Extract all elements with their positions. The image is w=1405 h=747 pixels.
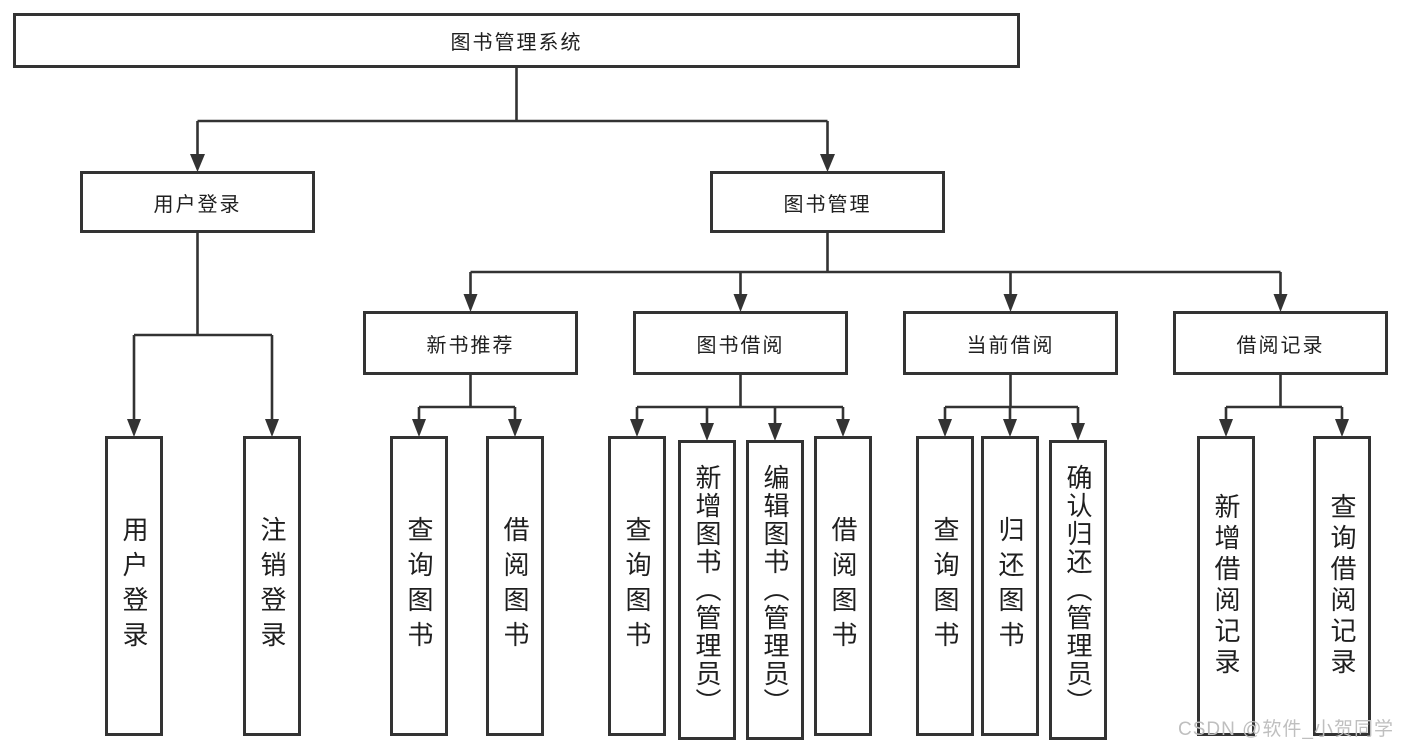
leaf-label: 新增借阅记录 (1211, 493, 1241, 679)
connector-book-borrow-children (630, 375, 850, 441)
connector-user-login-children (127, 232, 279, 437)
leaf-label: 借阅图书 (828, 516, 858, 656)
node-label: 当前借阅 (966, 334, 1055, 357)
connector-borrow-records-children (1219, 375, 1349, 437)
leaf-edit-books-admin: 编辑图书（管理员） (746, 440, 804, 740)
arrowhead (508, 419, 522, 437)
node-borrow-records: 借阅记录 (1173, 311, 1388, 375)
arrowhead (127, 419, 141, 437)
node-book-management: 图书管理 (710, 171, 945, 233)
leaf-recommend-borrow-books: 借阅图书 (486, 436, 544, 736)
node-book-borrow: 图书借阅 (633, 311, 848, 375)
leaf-return-books: 归还图书 (981, 436, 1039, 736)
leaf-label: 归还图书 (995, 516, 1025, 656)
leaf-label: 注销登录 (257, 516, 287, 656)
arrowhead (412, 419, 426, 437)
arrowhead (938, 419, 952, 437)
node-label: 图书管理 (783, 193, 872, 216)
leaf-label: 查询图书 (404, 516, 434, 656)
arrowhead (1071, 423, 1085, 441)
leaf-current-query-books: 查询图书 (916, 436, 974, 736)
leaf-label: 用户登录 (119, 516, 149, 656)
leaf-label: 确认归还（管理员） (1063, 464, 1093, 716)
node-label: 图书管理系统 (450, 32, 583, 54)
leaf-query-borrow-record: 查询借阅记录 (1313, 436, 1371, 736)
node-current-borrow: 当前借阅 (903, 311, 1118, 375)
connector-current-borrow-children (938, 375, 1085, 441)
arrowhead (1335, 419, 1349, 437)
leaf-recommend-query-books: 查询图书 (390, 436, 448, 736)
leaf-add-books-admin: 新增图书（管理员） (678, 440, 736, 740)
node-user-login: 用户登录 (80, 171, 315, 233)
arrowhead (630, 419, 644, 437)
leaf-borrow-books: 借阅图书 (814, 436, 872, 736)
leaf-label: 查询借阅记录 (1327, 493, 1357, 679)
arrowhead (1219, 419, 1233, 437)
arrowhead (1273, 294, 1288, 312)
node-label: 图书借阅 (696, 334, 785, 357)
arrowhead (820, 154, 835, 172)
arrowhead (768, 423, 782, 441)
node-label: 借阅记录 (1236, 334, 1325, 357)
arrowhead (733, 294, 748, 312)
leaf-add-borrow-record: 新增借阅记录 (1197, 436, 1255, 736)
leaf-label: 编辑图书（管理员） (760, 464, 790, 716)
arrowhead (836, 419, 850, 437)
leaf-logout: 注销登录 (243, 436, 301, 736)
node-library-management-system: 图书管理系统 (13, 13, 1020, 68)
leaf-user-login: 用户登录 (105, 436, 163, 736)
leaf-label: 查询图书 (930, 516, 960, 656)
connector-root-to-level2 (190, 68, 835, 172)
leaf-label: 新增图书（管理员） (692, 464, 722, 716)
arrowhead (190, 154, 205, 172)
connector-new-book-children (412, 375, 522, 437)
arrowhead (463, 294, 478, 312)
arrowhead (1003, 294, 1018, 312)
leaf-borrow-query-books: 查询图书 (608, 436, 666, 736)
arrowhead (1003, 419, 1017, 437)
node-label: 新书推荐 (426, 334, 515, 357)
connector-book-management-modules (463, 232, 1288, 312)
leaf-label: 查询图书 (622, 516, 652, 656)
leaf-label: 借阅图书 (500, 516, 530, 656)
node-new-book-recommend: 新书推荐 (363, 311, 578, 375)
node-label: 用户登录 (153, 193, 242, 216)
arrowhead (700, 423, 714, 441)
arrowhead (265, 419, 279, 437)
leaf-confirm-return-admin: 确认归还（管理员） (1049, 440, 1107, 740)
csdn-watermark: CSDN @软件_小贺同学 (1178, 719, 1394, 740)
